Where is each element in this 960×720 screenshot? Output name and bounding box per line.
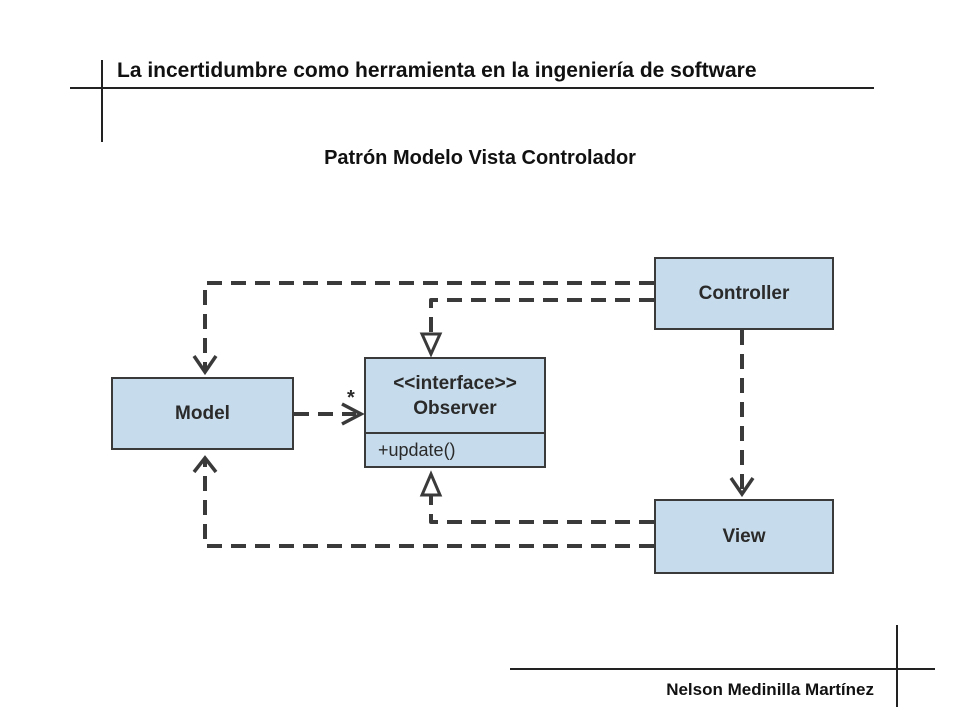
observer-triangle-bottom: [419, 470, 443, 497]
header-title: La incertidumbre como herramienta en la …: [117, 59, 757, 82]
footer-horizontal-rule: [510, 668, 935, 670]
observer-divider: [366, 432, 544, 434]
model-label: Model: [175, 402, 230, 424]
controller-box: Controller: [654, 257, 834, 330]
footer-author: Nelson Medinilla Martínez: [666, 680, 874, 699]
controller-label: Controller: [698, 282, 790, 304]
view-to-observer-connector: [429, 493, 654, 524]
observer-arrowhead-left: [341, 402, 365, 426]
view-label: View: [722, 525, 766, 547]
observer-method: +update(): [378, 439, 456, 460]
model-arrowhead-bottom: [192, 455, 218, 474]
view-arrowhead: [729, 477, 755, 498]
observer-header: <<interface>> Observer: [366, 359, 544, 432]
controller-to-model-connector: [203, 281, 654, 372]
model-box: Model: [111, 377, 294, 450]
observer-name: Observer: [413, 397, 497, 419]
footer-vertical-rule: [896, 625, 898, 707]
observer-interface-box: <<interface>> Observer +update(): [364, 357, 546, 468]
observer-stereotype: <<interface>>: [393, 372, 517, 394]
header-vertical-rule: [101, 60, 103, 142]
header-horizontal-rule: [70, 87, 874, 89]
model-arrowhead-top: [192, 355, 218, 376]
observer-triangle-top: [419, 332, 443, 358]
slide-title: Patrón Modelo Vista Controlador: [324, 147, 636, 169]
view-to-model-connector: [203, 461, 654, 548]
view-box: View: [654, 499, 834, 574]
controller-to-observer-connector: [429, 298, 654, 333]
multiplicity-label: *: [347, 387, 355, 409]
